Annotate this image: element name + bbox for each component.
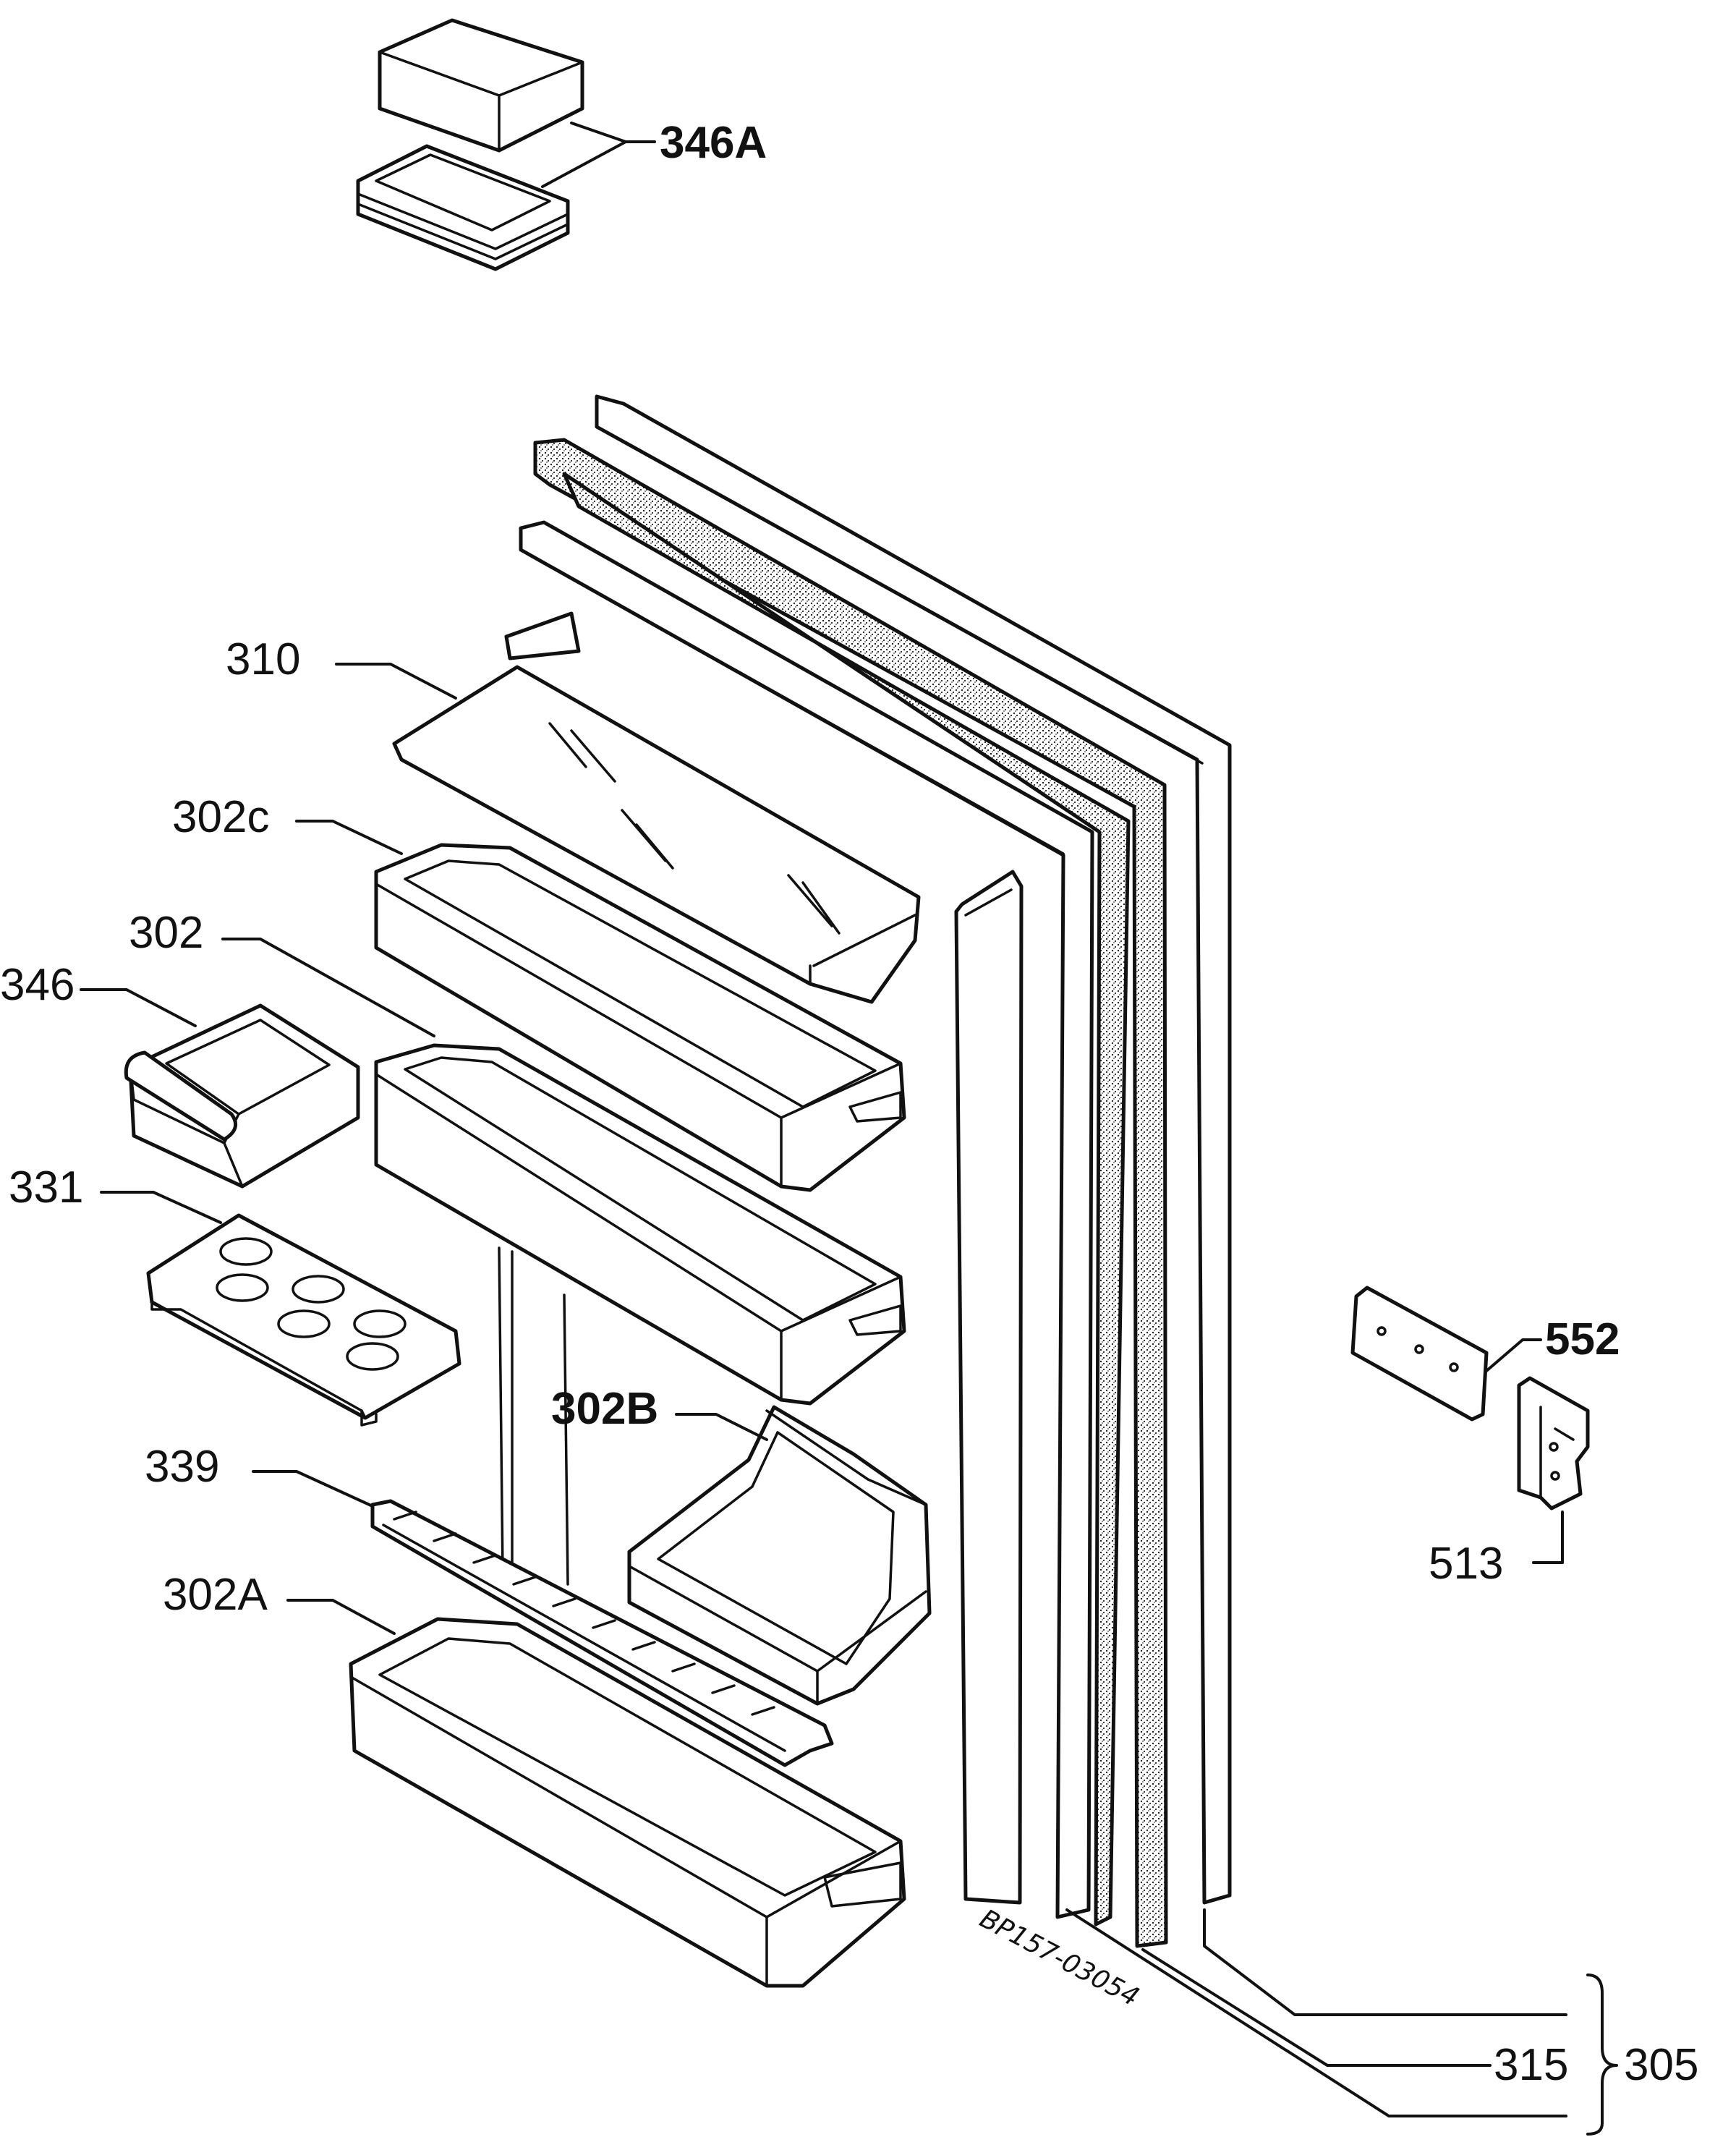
lidded-box-346A bbox=[356, 18, 584, 271]
callout-305: 305 bbox=[1624, 2040, 1698, 2090]
callout-346A: 346A bbox=[660, 118, 767, 168]
door-outer-panel-315 bbox=[595, 394, 1232, 1905]
door-gasket-seal bbox=[533, 438, 1168, 1948]
hinge-plate-552 bbox=[1350, 1286, 1489, 1422]
callout-302B: 302B bbox=[551, 1384, 658, 1434]
door-bin-302c bbox=[374, 843, 906, 1192]
callout-302A: 302A bbox=[163, 1570, 268, 1620]
callout-302: 302 bbox=[129, 908, 203, 958]
glass-shelf-310 bbox=[392, 665, 921, 1004]
door-bin-302A bbox=[349, 1617, 906, 1988]
small-box-346 bbox=[124, 1003, 360, 1189]
tilt-bin-302B bbox=[627, 1405, 932, 1706]
egg-tray-331 bbox=[146, 1213, 461, 1427]
callout-302c: 302c bbox=[172, 792, 269, 842]
callout-310: 310 bbox=[226, 634, 300, 684]
door-bin-302 bbox=[374, 1043, 906, 1406]
callout-552: 552 bbox=[1545, 1314, 1620, 1364]
callout-315: 315 bbox=[1494, 2040, 1568, 2090]
door-inner-panel bbox=[954, 870, 1024, 1905]
callout-346: 346 bbox=[0, 960, 75, 1010]
door-rails bbox=[498, 1246, 569, 1586]
callout-331: 331 bbox=[9, 1163, 83, 1212]
group-brace bbox=[1586, 1974, 1618, 2136]
drawing-code: BP157-03054 bbox=[975, 1904, 1144, 2013]
hinge-bracket-513 bbox=[1517, 1376, 1590, 1511]
bottle-rack-339 bbox=[370, 1499, 834, 1767]
callout-513: 513 bbox=[1429, 1539, 1503, 1589]
callout-339: 339 bbox=[145, 1442, 219, 1492]
